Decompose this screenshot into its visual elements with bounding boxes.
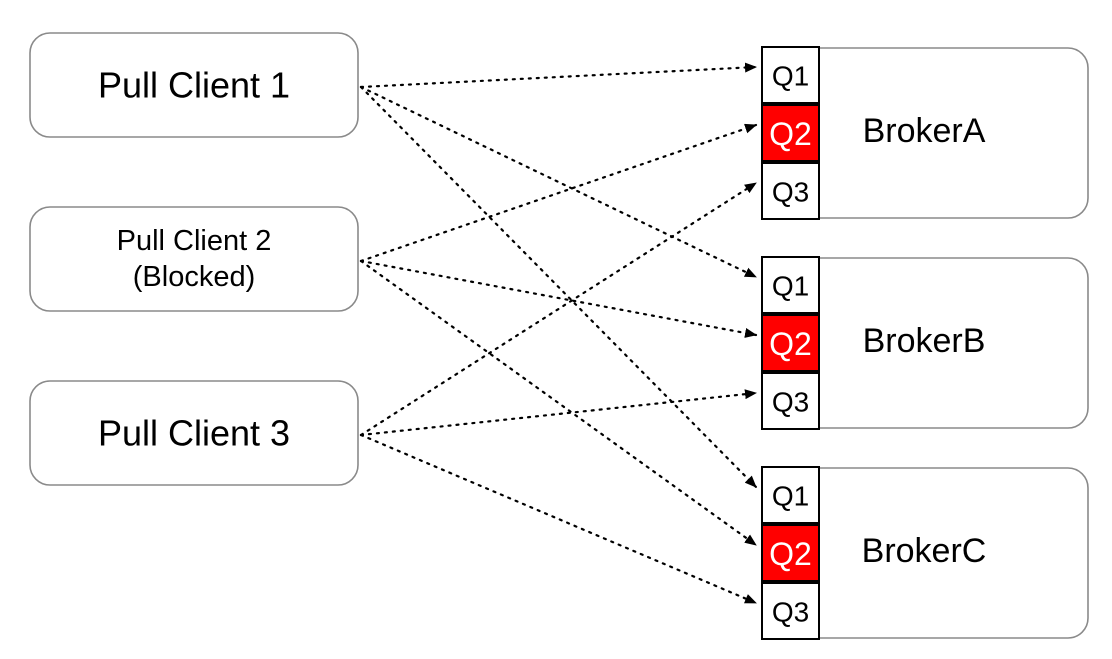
queue-q1: Q1 [761,466,820,524]
queue-label: Q3 [772,177,809,208]
connection-client2-brokerA-q2 [359,123,758,263]
connection-client3-brokerA-q3 [359,181,758,437]
connection-client1-brokerA-q1 [359,62,758,89]
queue-label: Q1 [772,481,809,512]
connection-client1-brokerB-q1 [359,85,758,279]
queue-label: Q3 [772,597,809,628]
queue-q3: Q3 [761,582,820,640]
queue-box [761,524,820,582]
queue-q2: Q2 [761,524,820,582]
queue-box [761,104,820,162]
queue-box [761,46,820,104]
connection-client2-brokerB-q2 [359,259,758,338]
client-label: Pull Client 3 [98,413,290,454]
queue-box [761,466,820,524]
queue-label: Q2 [769,536,812,572]
queue-q3: Q3 [761,162,820,220]
broker-label: BrokerB [863,322,986,360]
broker-label: BrokerC [862,532,987,570]
client-box-outline [29,32,359,138]
client-box-2: Pull Client 2 (Blocked) [29,206,359,312]
connections [359,62,758,605]
queue-box [761,162,820,220]
queue-box [761,256,820,314]
queue-label: Q1 [772,271,809,302]
queue-q2: Q2 [761,314,820,372]
connection-client3-brokerC-q3 [359,433,758,605]
connection-client2-brokerC-q2 [359,259,758,547]
client-label: (Blocked) [133,261,256,293]
queue-label: Q2 [769,116,812,152]
queue-q1: Q1 [761,46,820,104]
queue-q1: Q1 [761,256,820,314]
queue-q2: Q2 [761,104,820,162]
queue-box [761,582,820,640]
queue-label: Q1 [772,61,809,92]
client-label: Pull Client 1 [98,65,290,106]
client-box-outline [29,206,359,312]
client-label: Pull Client 2 [117,225,272,257]
queue-box [761,314,820,372]
client-box-1: Pull Client 1 [29,32,359,138]
queue-box [761,372,820,430]
queue-q3: Q3 [761,372,820,430]
queue-label: Q3 [772,387,809,418]
connection-client1-brokerC-q1 [359,85,758,489]
connection-client3-brokerB-q3 [359,389,758,437]
broker-label: BrokerA [863,112,986,150]
client-box-outline [29,380,359,486]
client-box-3: Pull Client 3 [29,380,359,486]
queue-label: Q2 [769,326,812,362]
